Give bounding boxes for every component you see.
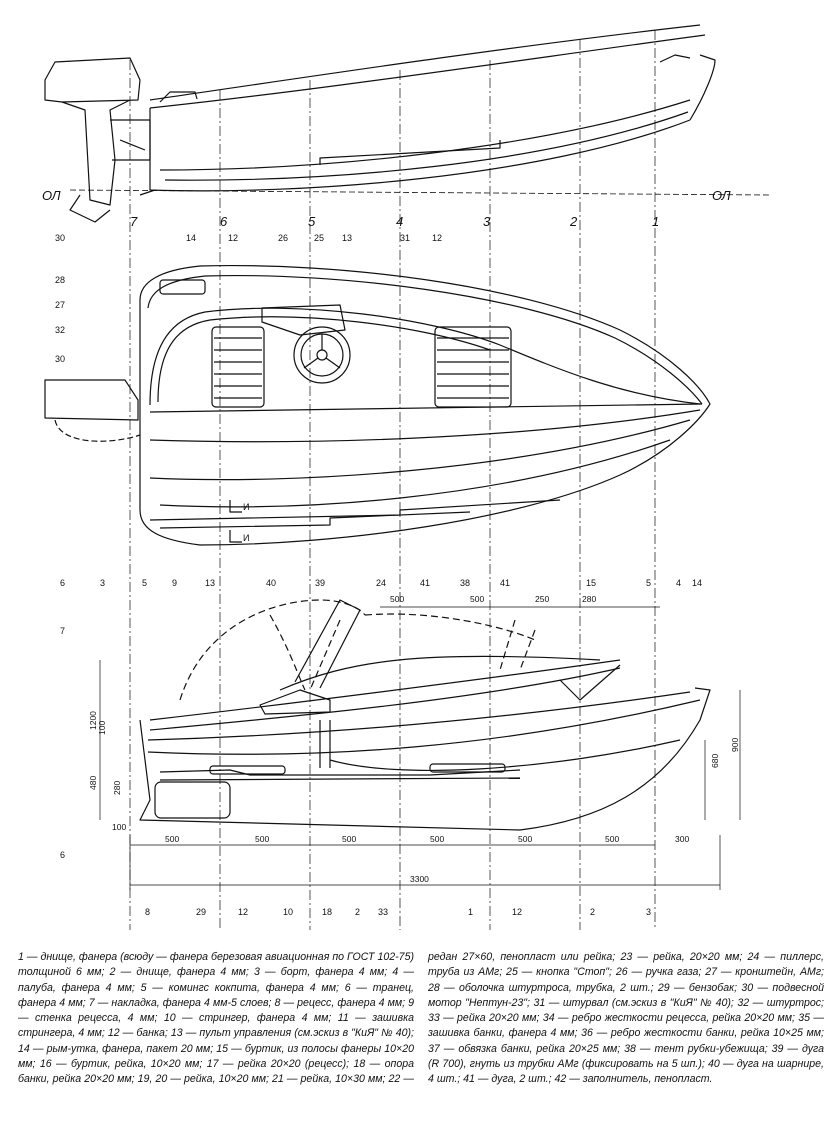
callout: 31 — [400, 233, 410, 243]
dim-text: 500 — [430, 834, 444, 844]
callout: 6 — [60, 850, 65, 860]
callout: 29 — [196, 907, 206, 917]
callout: 30 — [55, 233, 65, 243]
callout: 25 — [314, 233, 324, 243]
callout: 24 — [376, 578, 386, 588]
callout: 5 — [142, 578, 147, 588]
dim-text: 280 — [112, 781, 122, 795]
waterline-label-right: ОЛ — [712, 188, 731, 203]
dim-text: 100 — [97, 721, 107, 735]
callout: 9 — [172, 578, 177, 588]
callout: 33 — [378, 907, 388, 917]
plan-view — [44, 264, 711, 546]
callout: 14 — [186, 233, 196, 243]
callout: 32 — [55, 325, 65, 335]
dimension-lines — [99, 606, 741, 890]
section-view — [139, 599, 711, 831]
callout: 26 — [278, 233, 288, 243]
callout: 7 — [60, 626, 65, 636]
waterline-label-left: ОЛ — [42, 188, 61, 203]
station-label: 3 — [483, 214, 491, 229]
boat-drawing: ОЛ ОЛ 7 6 5 4 3 2 1 30 14 12 26 25 13 31… — [42, 24, 771, 930]
station-label: 7 — [130, 214, 138, 229]
callout: 12 — [512, 907, 522, 917]
callout: 14 — [692, 578, 702, 588]
callout: 27 — [55, 300, 65, 310]
callout: 13 — [342, 233, 352, 243]
callout: 12 — [432, 233, 442, 243]
callout: 41 — [500, 578, 510, 588]
side-profile-view — [44, 24, 771, 223]
legend-text: 1 — днище, фанера (всюду — фанера березо… — [18, 950, 824, 1126]
control-console — [261, 304, 346, 336]
callout: 12 — [228, 233, 238, 243]
callout: 3 — [100, 578, 105, 588]
dim-text: 250 — [535, 594, 549, 604]
dim-text: 500 — [518, 834, 532, 844]
callout: 40 — [266, 578, 276, 588]
callout: 4 — [676, 578, 681, 588]
callout: 30 — [55, 354, 65, 364]
callout: 6 — [60, 578, 65, 588]
dim-text: 500 — [342, 834, 356, 844]
callout: 15 — [586, 578, 596, 588]
dim-text: 500 — [255, 834, 269, 844]
seat-left — [211, 326, 265, 408]
fuel-tank — [154, 781, 231, 819]
callout: 1 — [468, 907, 473, 917]
station-label: 2 — [569, 214, 578, 229]
callout: 28 — [55, 275, 65, 285]
callout: 41 — [420, 578, 430, 588]
callout: 39 — [315, 578, 325, 588]
section-mark: И — [243, 502, 249, 512]
callout: 12 — [238, 907, 248, 917]
dim-text: 680 — [710, 754, 720, 768]
station-label: 1 — [652, 214, 659, 229]
station-label: 6 — [220, 214, 228, 229]
dim-text: 1200 — [88, 711, 98, 730]
dim-text: 500 — [390, 594, 404, 604]
outboard-motor — [44, 57, 141, 103]
callout: 8 — [145, 907, 150, 917]
dim-text: 100 — [112, 822, 126, 832]
callout: 2 — [590, 907, 595, 917]
dim-text: 480 — [88, 776, 98, 790]
dim-text: 300 — [675, 834, 689, 844]
callout: 3 — [646, 907, 651, 917]
callout: 5 — [646, 578, 651, 588]
callout: 13 — [205, 578, 215, 588]
station-label: 5 — [308, 214, 316, 229]
section-mark: И — [243, 533, 249, 543]
callout: 10 — [283, 907, 293, 917]
dim-total-text: 3300 — [410, 874, 429, 884]
dim-text: 280 — [582, 594, 596, 604]
labels: ОЛ ОЛ 7 6 5 4 3 2 1 30 14 12 26 25 13 31… — [42, 188, 740, 917]
dim-text: 500 — [165, 834, 179, 844]
callout: 38 — [460, 578, 470, 588]
dim-text: 900 — [730, 738, 740, 752]
seat-right — [434, 326, 512, 408]
callout: 2 — [355, 907, 360, 917]
callout: 18 — [322, 907, 332, 917]
dim-text: 500 — [605, 834, 619, 844]
station-label: 4 — [396, 214, 403, 229]
dim-text: 500 — [470, 594, 484, 604]
legend-paragraph: 1 — днище, фанера (всюду — фанера березо… — [18, 951, 824, 1086]
station-lines — [129, 30, 656, 930]
